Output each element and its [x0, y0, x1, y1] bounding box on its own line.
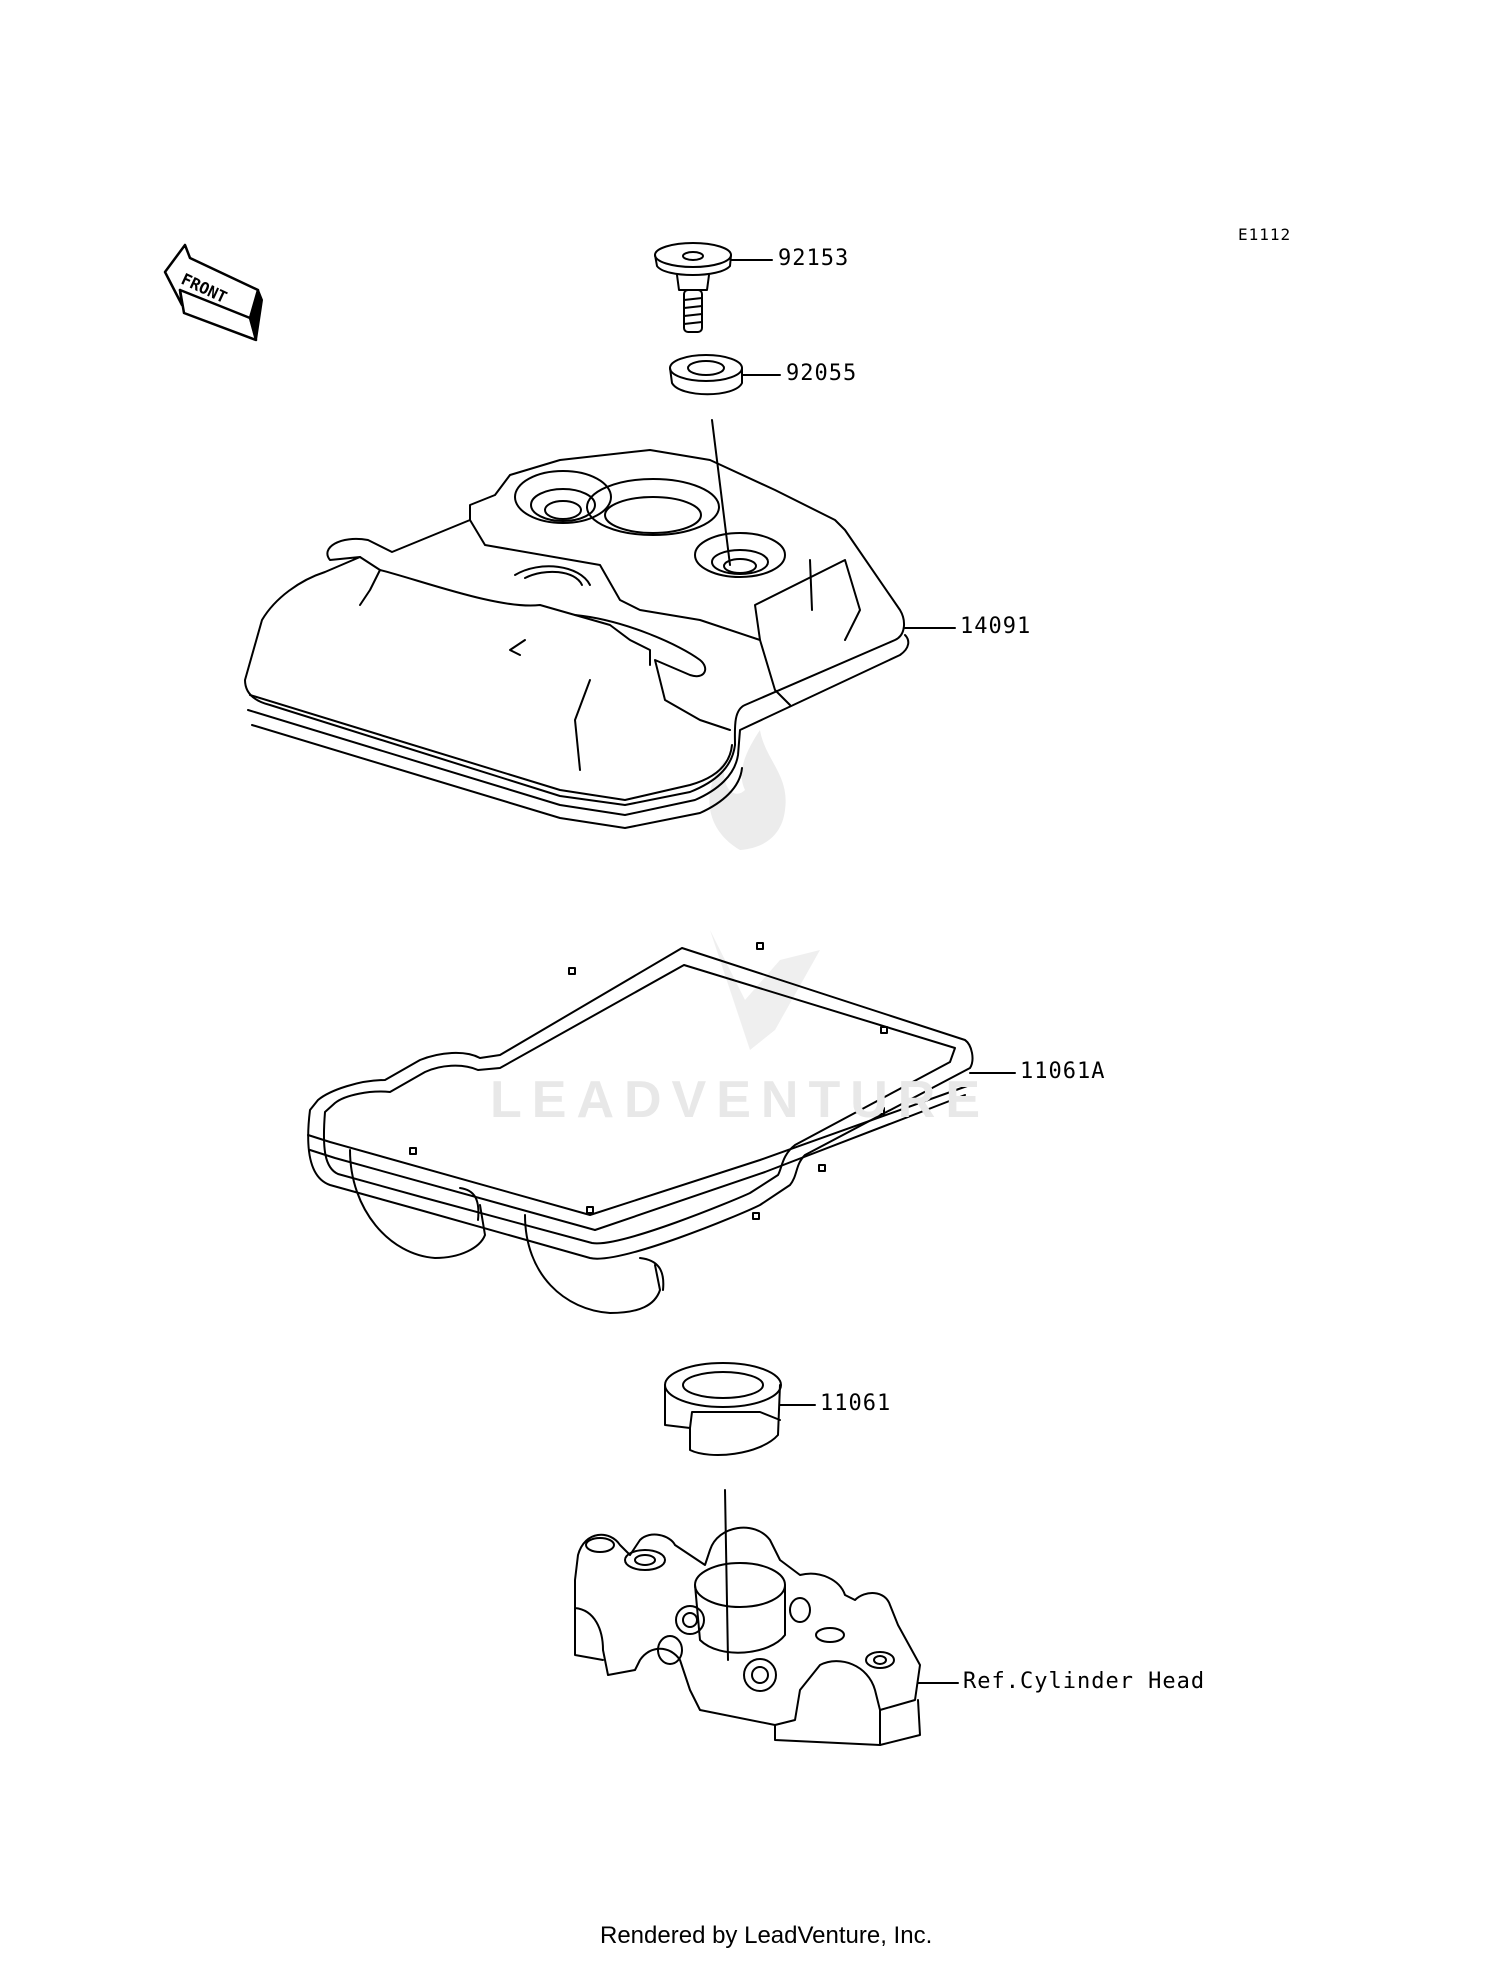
front-label-text: FRONT: [178, 269, 230, 307]
front-arrow-icon: [163, 243, 263, 342]
footer-credit: Rendered by LeadVenture, Inc.: [600, 1922, 933, 1949]
seal-11061-icon: [664, 1362, 782, 1456]
cylinder-head-icon: [574, 1526, 921, 1746]
callout-11061a: 11061A: [1020, 1059, 1106, 1084]
callout-leaders: [730, 259, 1016, 1684]
bolt-92153-icon: [654, 242, 732, 333]
callout-92153: 92153: [778, 246, 850, 271]
callout-11061: 11061: [820, 1391, 892, 1416]
washer-92055-icon: [669, 354, 743, 396]
front-label: FRONT: [178, 269, 230, 307]
callout-92055: 92055: [786, 361, 858, 386]
cylinder-head-cover-14091-icon: [244, 449, 910, 829]
callout-ref-cylinder-head: Ref.Cylinder Head: [963, 1669, 1206, 1694]
callout-14091: 14091: [960, 614, 1032, 639]
gasket-11061a-icon: [307, 942, 974, 1314]
watermark-text: LEADVENTURE: [490, 1071, 991, 1129]
diagram-code: E1112: [1238, 225, 1292, 244]
